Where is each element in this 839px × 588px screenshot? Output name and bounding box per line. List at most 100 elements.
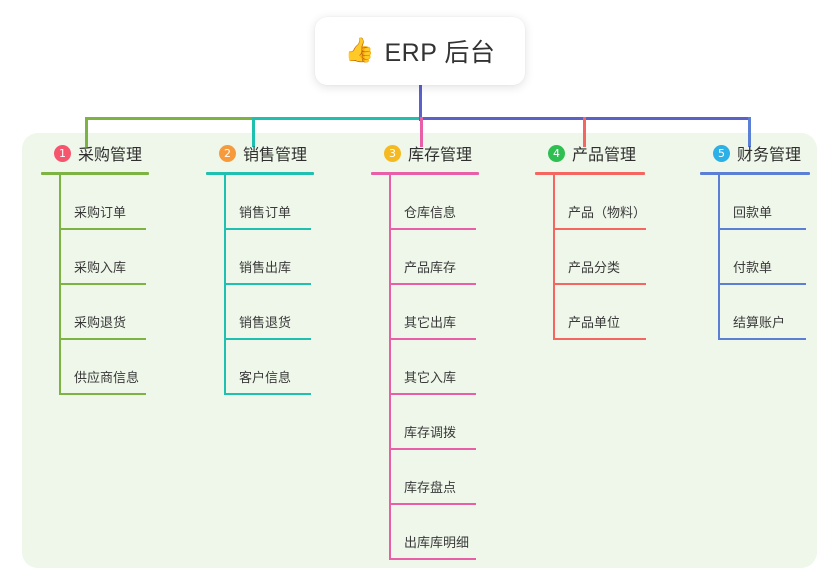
- leaf-label: 库存盘点: [404, 480, 457, 495]
- column-items-5: 回款单付款单结算账户: [697, 175, 839, 340]
- column-underline-5: [700, 172, 810, 175]
- leaf-item[interactable]: 其它出库: [368, 285, 518, 340]
- column-spine-5: [718, 175, 720, 340]
- column-spine-1: [59, 175, 61, 395]
- column-badge-3: 3: [384, 144, 401, 162]
- leaf-label: 产品分类: [568, 260, 621, 275]
- leaf-label: 其它出库: [404, 315, 457, 330]
- column-badge-4: 4: [548, 144, 565, 162]
- connector-stub-4: [583, 117, 586, 147]
- thumbs-up-icon: 👍: [344, 37, 375, 64]
- connector-trunk: [419, 85, 422, 121]
- leaf-label: 供应商信息: [74, 370, 140, 385]
- leaf-label: 仓库信息: [404, 205, 457, 220]
- column-spine-3: [389, 175, 391, 560]
- connector-stub-5: [748, 117, 751, 147]
- leaf-underline: [224, 283, 311, 285]
- leaf-item[interactable]: 仓库信息: [368, 175, 518, 230]
- leaf-item[interactable]: 销售出库: [203, 230, 353, 285]
- column-badge-2: 2: [219, 144, 236, 162]
- leaf-item[interactable]: 销售退货: [203, 285, 353, 340]
- column-items-3: 仓库信息产品库存其它出库其它入库库存调拨库存盘点出库库明细: [368, 175, 518, 560]
- column-badge-5: 5: [713, 144, 730, 162]
- leaf-label: 结算账户: [733, 315, 786, 330]
- leaf-item[interactable]: 付款单: [697, 230, 839, 285]
- leaf-label: 产品单位: [568, 315, 621, 330]
- leaf-underline: [389, 558, 476, 560]
- column-title-2: 销售管理: [243, 147, 308, 164]
- leaf-item[interactable]: 库存盘点: [368, 450, 518, 505]
- leaf-item[interactable]: 产品库存: [368, 230, 518, 285]
- leaf-underline: [224, 393, 311, 395]
- leaf-label: 采购订单: [74, 205, 127, 220]
- leaf-underline: [59, 228, 146, 230]
- leaf-underline: [389, 283, 476, 285]
- column-underline-3: [371, 172, 479, 175]
- leaf-item[interactable]: 产品单位: [532, 285, 682, 340]
- leaf-underline: [718, 283, 806, 285]
- leaf-item[interactable]: 产品分类: [532, 230, 682, 285]
- leaf-label: 采购退货: [74, 315, 127, 330]
- leaf-label: 库存调拨: [404, 425, 457, 440]
- column-title-3: 库存管理: [408, 147, 473, 164]
- leaf-item[interactable]: 出库库明细: [368, 505, 518, 560]
- column-header-1[interactable]: 1 采购管理: [38, 140, 188, 166]
- leaf-item[interactable]: 产品（物料）: [532, 175, 682, 230]
- connector-stub-1: [85, 117, 88, 147]
- column-items-1: 采购订单采购入库采购退货供应商信息: [38, 175, 188, 395]
- leaf-underline: [389, 448, 476, 450]
- leaf-item[interactable]: 供应商信息: [38, 340, 188, 395]
- column-underline-1: [41, 172, 149, 175]
- connector-stub-2: [252, 117, 255, 147]
- leaf-underline: [389, 503, 476, 505]
- leaf-label: 客户信息: [239, 370, 292, 385]
- column-items-2: 销售订单销售出库销售退货客户信息: [203, 175, 353, 395]
- leaf-label: 产品库存: [404, 260, 457, 275]
- leaf-label: 产品（物料）: [568, 205, 647, 220]
- connector-bar-segment-1: [85, 117, 252, 120]
- leaf-label: 采购入库: [74, 260, 127, 275]
- column-spine-4: [553, 175, 555, 340]
- leaf-item[interactable]: 库存调拨: [368, 395, 518, 450]
- leaf-underline: [389, 393, 476, 395]
- leaf-underline: [59, 283, 146, 285]
- leaf-underline: [59, 393, 146, 395]
- leaf-item[interactable]: 其它入库: [368, 340, 518, 395]
- column-header-2[interactable]: 2 销售管理: [203, 140, 353, 166]
- leaf-item[interactable]: 销售订单: [203, 175, 353, 230]
- column-title-1: 采购管理: [78, 147, 143, 164]
- leaf-underline: [59, 338, 146, 340]
- leaf-item[interactable]: 回款单: [697, 175, 839, 230]
- leaf-label: 出库库明细: [404, 535, 470, 550]
- leaf-underline: [224, 338, 311, 340]
- column-2: 2 销售管理销售订单销售出库销售退货客户信息: [203, 140, 353, 395]
- leaf-item[interactable]: 客户信息: [203, 340, 353, 395]
- column-underline-2: [206, 172, 314, 175]
- column-items-4: 产品（物料） 产品分类产品单位: [532, 175, 682, 340]
- connector-stub-3: [420, 117, 423, 147]
- leaf-underline: [718, 228, 806, 230]
- column-badge-1: 1: [54, 144, 71, 162]
- root-title: ERP 后台: [384, 39, 496, 67]
- column-spine-2: [224, 175, 226, 395]
- leaf-label: 销售退货: [239, 315, 292, 330]
- root-node[interactable]: 👍 ERP 后台: [315, 17, 525, 85]
- diagram-panel: [22, 133, 817, 568]
- leaf-label: 付款单: [733, 260, 773, 275]
- leaf-item[interactable]: 结算账户: [697, 285, 839, 340]
- leaf-underline: [553, 228, 646, 230]
- leaf-label: 回款单: [733, 205, 773, 220]
- leaf-item[interactable]: 采购入库: [38, 230, 188, 285]
- leaf-underline: [389, 338, 476, 340]
- leaf-underline: [718, 338, 806, 340]
- column-1: 1 采购管理采购订单采购入库采购退货供应商信息: [38, 140, 188, 395]
- leaf-item[interactable]: 采购退货: [38, 285, 188, 340]
- leaf-item[interactable]: 采购订单: [38, 175, 188, 230]
- column-header-3[interactable]: 3 库存管理: [368, 140, 518, 166]
- leaf-underline: [224, 228, 311, 230]
- leaf-underline: [553, 338, 646, 340]
